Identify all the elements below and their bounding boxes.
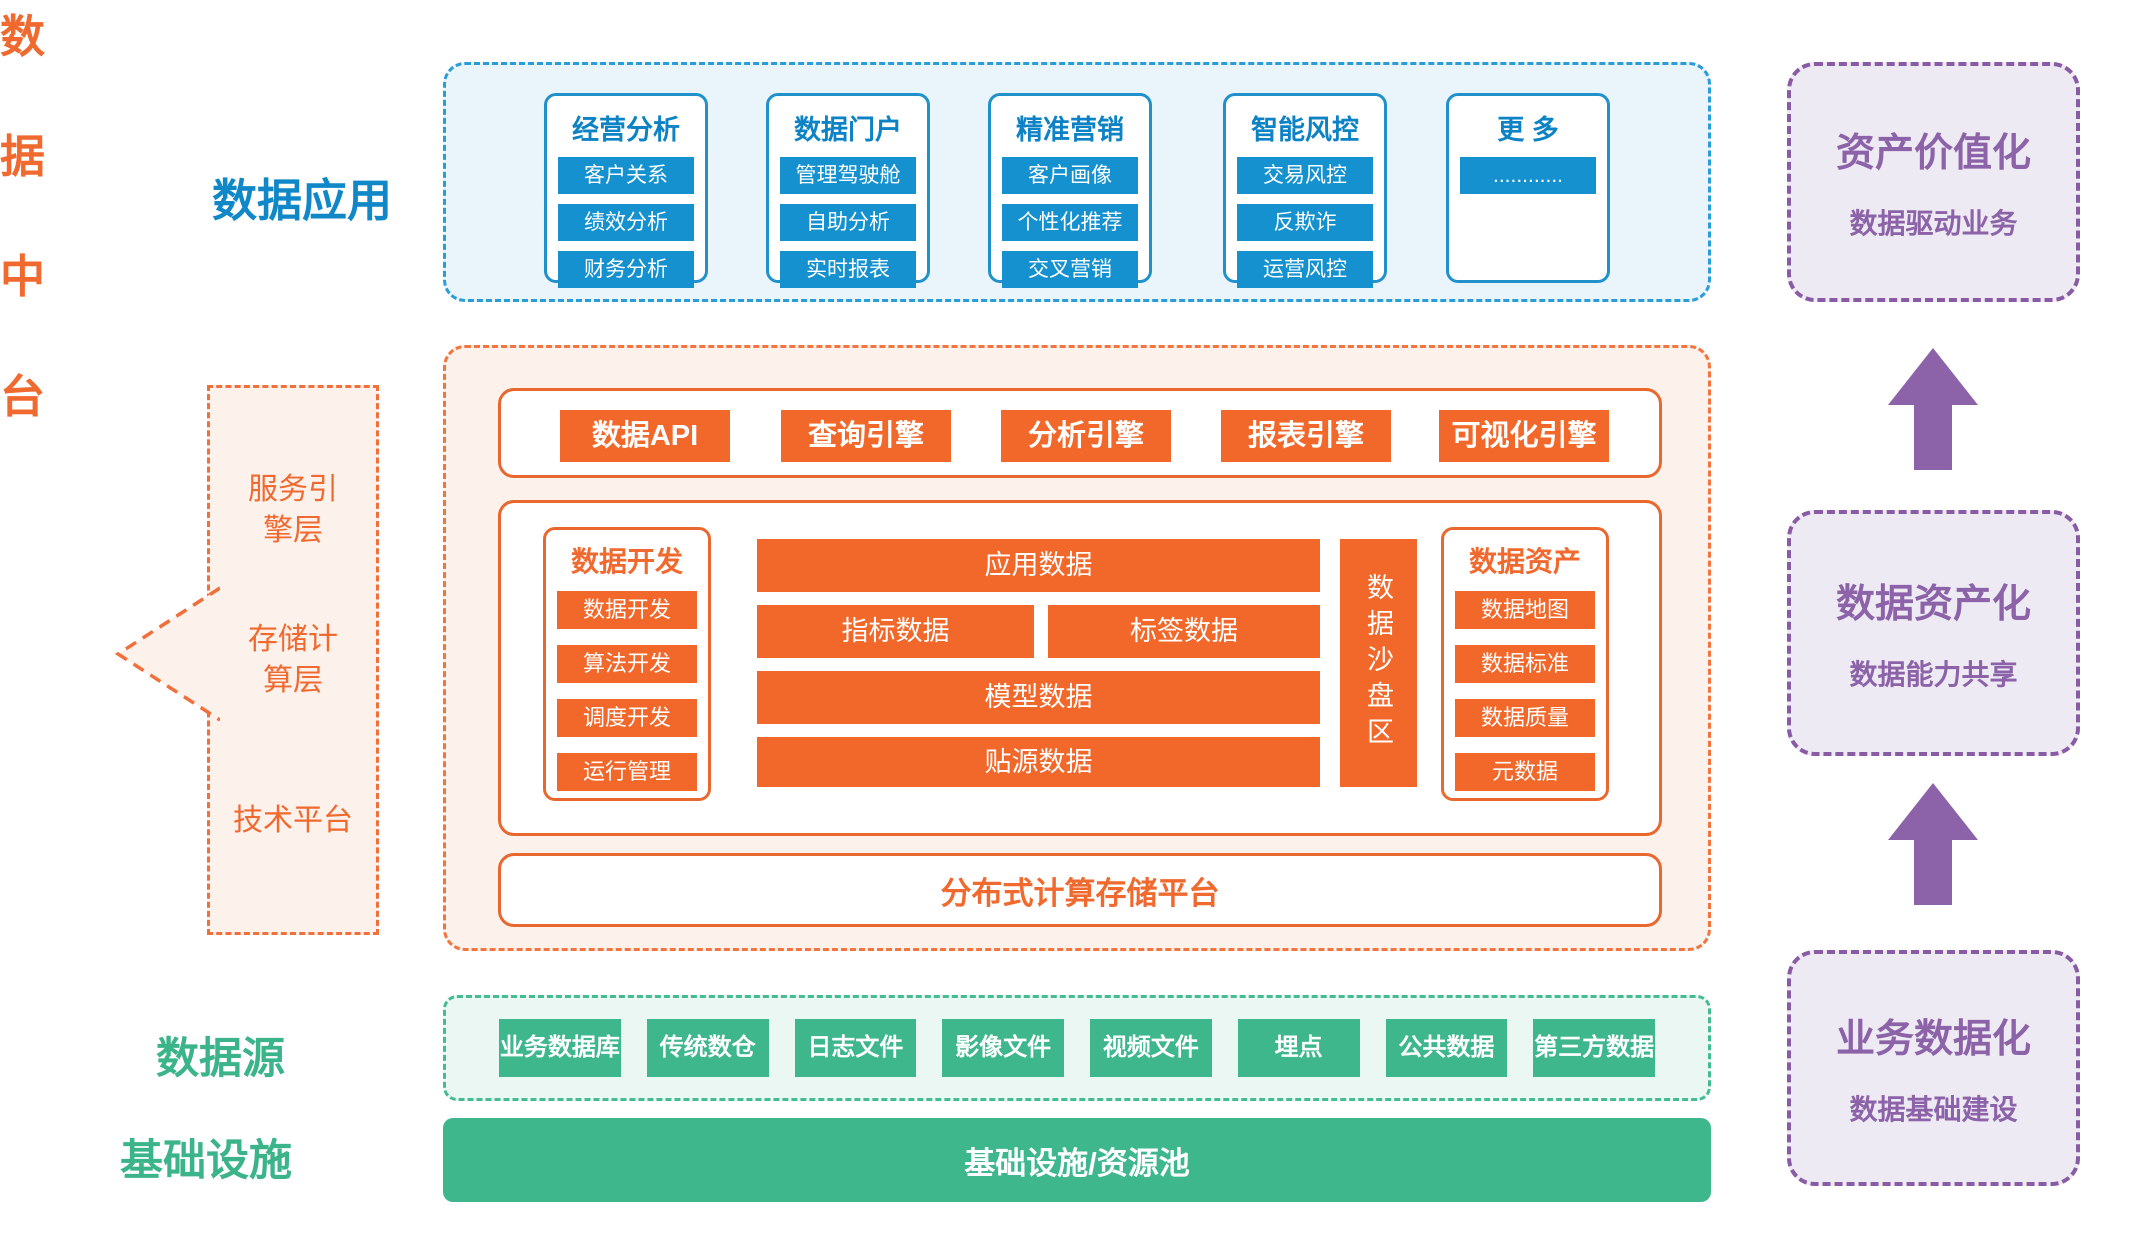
up-arrow-icon xyxy=(1888,348,1978,470)
value-box-title: 数据资产化 xyxy=(1835,583,2031,626)
label-char: 数 xyxy=(0,11,46,62)
infrastructure-bar: 基础设施/资源池 xyxy=(443,1118,1711,1202)
app-item: 自助分析 xyxy=(780,204,916,241)
app-item: 客户画像 xyxy=(1002,157,1138,194)
data-sandbox-strip: 数据沙盘区 xyxy=(1340,539,1417,787)
asset-item: 数据质量 xyxy=(1455,699,1595,737)
app-item: 运营风控 xyxy=(1237,251,1373,288)
source-item: 业务数据库 xyxy=(499,1019,621,1077)
source-item: 视频文件 xyxy=(1090,1019,1212,1077)
app-item: 反欺诈 xyxy=(1237,204,1373,241)
source-item: 影像文件 xyxy=(942,1019,1064,1077)
left-pointer-icon xyxy=(114,586,220,722)
app-card-title: 经营分析 xyxy=(572,115,680,145)
label-char: 中 xyxy=(0,251,46,302)
zone-model-data: 模型数据 xyxy=(757,671,1320,724)
app-item: 财务分析 xyxy=(558,251,694,288)
label-char: 据 xyxy=(0,131,46,182)
source-item: 第三方数据 xyxy=(1533,1019,1655,1077)
dev-item: 数据开发 xyxy=(557,591,697,629)
asset-item: 元数据 xyxy=(1455,753,1595,791)
value-box-title: 资产价值化 xyxy=(1835,132,2031,175)
app-card-title: 精准营销 xyxy=(1016,115,1124,145)
infrastructure-bar-label: 基础设施/资源池 xyxy=(964,1145,1190,1181)
data-development-title: 数据开发 xyxy=(570,546,683,577)
app-item: 客户关系 xyxy=(558,157,694,194)
data-application-container: 经营分析 客户关系 绩效分析 财务分析 数据门户 管理驾驶舱 自助分析 实时报表… xyxy=(443,62,1711,302)
source-item: 埋点 xyxy=(1237,1019,1360,1077)
zone-indicator-data: 指标数据 xyxy=(757,605,1034,658)
asset-item: 数据地图 xyxy=(1455,591,1595,629)
app-item: 绩效分析 xyxy=(558,204,694,241)
platform-layers-box: 服务引擎层 存储计算层 技术平台 xyxy=(207,385,379,935)
data-assets-card: 数据资产 数据地图 数据标准 数据质量 元数据 xyxy=(1441,527,1609,801)
data-sources-container: 业务数据库 传统数仓 日志文件 影像文件 视频文件 埋点 公共数据 第三方数据 xyxy=(443,995,1711,1101)
value-box-title: 业务数据化 xyxy=(1835,1018,2031,1061)
data-assets-title: 数据资产 xyxy=(1468,546,1581,577)
app-card-title: 智能风控 xyxy=(1251,115,1359,145)
app-card-business-analysis: 经营分析 客户关系 绩效分析 财务分析 xyxy=(544,93,708,288)
app-card-title: 数据门户 xyxy=(794,115,902,145)
value-box-subtitle: 数据基础建设 xyxy=(1849,1094,2018,1125)
engine-visualization: 可视化引擎 xyxy=(1439,410,1609,462)
source-item: 传统数仓 xyxy=(646,1019,769,1077)
zone-source-data: 贴源数据 xyxy=(757,737,1320,787)
app-card-data-portal: 数据门户 管理驾驶舱 自助分析 实时报表 xyxy=(766,93,930,288)
app-card-more: 更 多 ............ xyxy=(1446,93,1610,283)
engine-query: 查询引擎 xyxy=(781,410,951,462)
dev-item: 算法开发 xyxy=(557,645,697,683)
data-development-card: 数据开发 数据开发 算法开发 调度开发 运行管理 xyxy=(543,527,711,801)
section-label-infrastructure: 基础设施 xyxy=(120,1137,292,1185)
layer-tech-platform: 技术平台 xyxy=(233,804,353,837)
app-card-precision-marketing: 精准营销 客户画像 个性化推荐 交叉营销 xyxy=(988,93,1152,288)
app-item: 个性化推荐 xyxy=(1002,204,1138,241)
source-item: 日志文件 xyxy=(794,1019,917,1077)
zone-tag-data: 标签数据 xyxy=(1048,605,1320,658)
up-arrow-icon xyxy=(1888,783,1978,905)
data-layers-panel: 数据开发 数据开发 算法开发 调度开发 运行管理 应用数据 指标数据 标签数据 … xyxy=(498,500,1662,836)
value-box-asset-valorization: 资产价值化 数据驱动业务 xyxy=(1787,62,2080,302)
app-item: 交叉营销 xyxy=(1002,251,1138,288)
value-box-subtitle: 数据能力共享 xyxy=(1849,659,2018,690)
source-item: 公共数据 xyxy=(1385,1019,1508,1077)
label-char: 台 xyxy=(0,371,46,422)
layer-storage-compute: 存储计算层 xyxy=(248,623,338,697)
section-label-data-application: 数据应用 xyxy=(212,175,393,226)
value-box-subtitle: 数据驱动业务 xyxy=(1849,208,2018,239)
app-card-title: 更 多 xyxy=(1497,115,1559,145)
distributed-platform-bar: 分布式计算存储平台 xyxy=(498,853,1662,927)
app-item: 交易风控 xyxy=(1237,157,1373,194)
asset-item: 数据标准 xyxy=(1455,645,1595,683)
dev-item: 调度开发 xyxy=(557,699,697,737)
engine-panel: 数据API 查询引擎 分析引擎 报表引擎 可视化引擎 xyxy=(498,388,1662,478)
value-box-data-assetization: 数据资产化 数据能力共享 xyxy=(1787,510,2080,756)
data-middle-platform-container: 数据API 查询引擎 分析引擎 报表引擎 可视化引擎 数据开发 数据开发 算法开… xyxy=(443,345,1711,951)
app-item: 管理驾驶舱 xyxy=(780,157,916,194)
value-box-business-digitization: 业务数据化 数据基础建设 xyxy=(1787,950,2080,1186)
engine-data-api: 数据API xyxy=(560,410,730,462)
app-item: 实时报表 xyxy=(780,251,916,288)
section-label-data-sources: 数据源 xyxy=(156,1035,285,1083)
engine-analysis: 分析引擎 xyxy=(1001,410,1171,462)
engine-report: 报表引擎 xyxy=(1221,410,1391,462)
zone-application-data: 应用数据 xyxy=(757,539,1320,592)
layer-service-engine: 服务引擎层 xyxy=(248,473,338,547)
app-item-more-dots: ............ xyxy=(1460,157,1596,194)
data-zone-area: 应用数据 指标数据 标签数据 模型数据 贴源数据 xyxy=(757,539,1320,787)
section-label-data-middle-platform: 数 据 中 台 xyxy=(0,0,2133,425)
distributed-platform-label: 分布式计算存储平台 xyxy=(940,875,1220,911)
dev-item: 运行管理 xyxy=(557,753,697,791)
data-sandbox-label: 数据沙盘区 xyxy=(1363,573,1393,753)
app-card-risk-control: 智能风控 交易风控 反欺诈 运营风控 xyxy=(1223,93,1387,288)
